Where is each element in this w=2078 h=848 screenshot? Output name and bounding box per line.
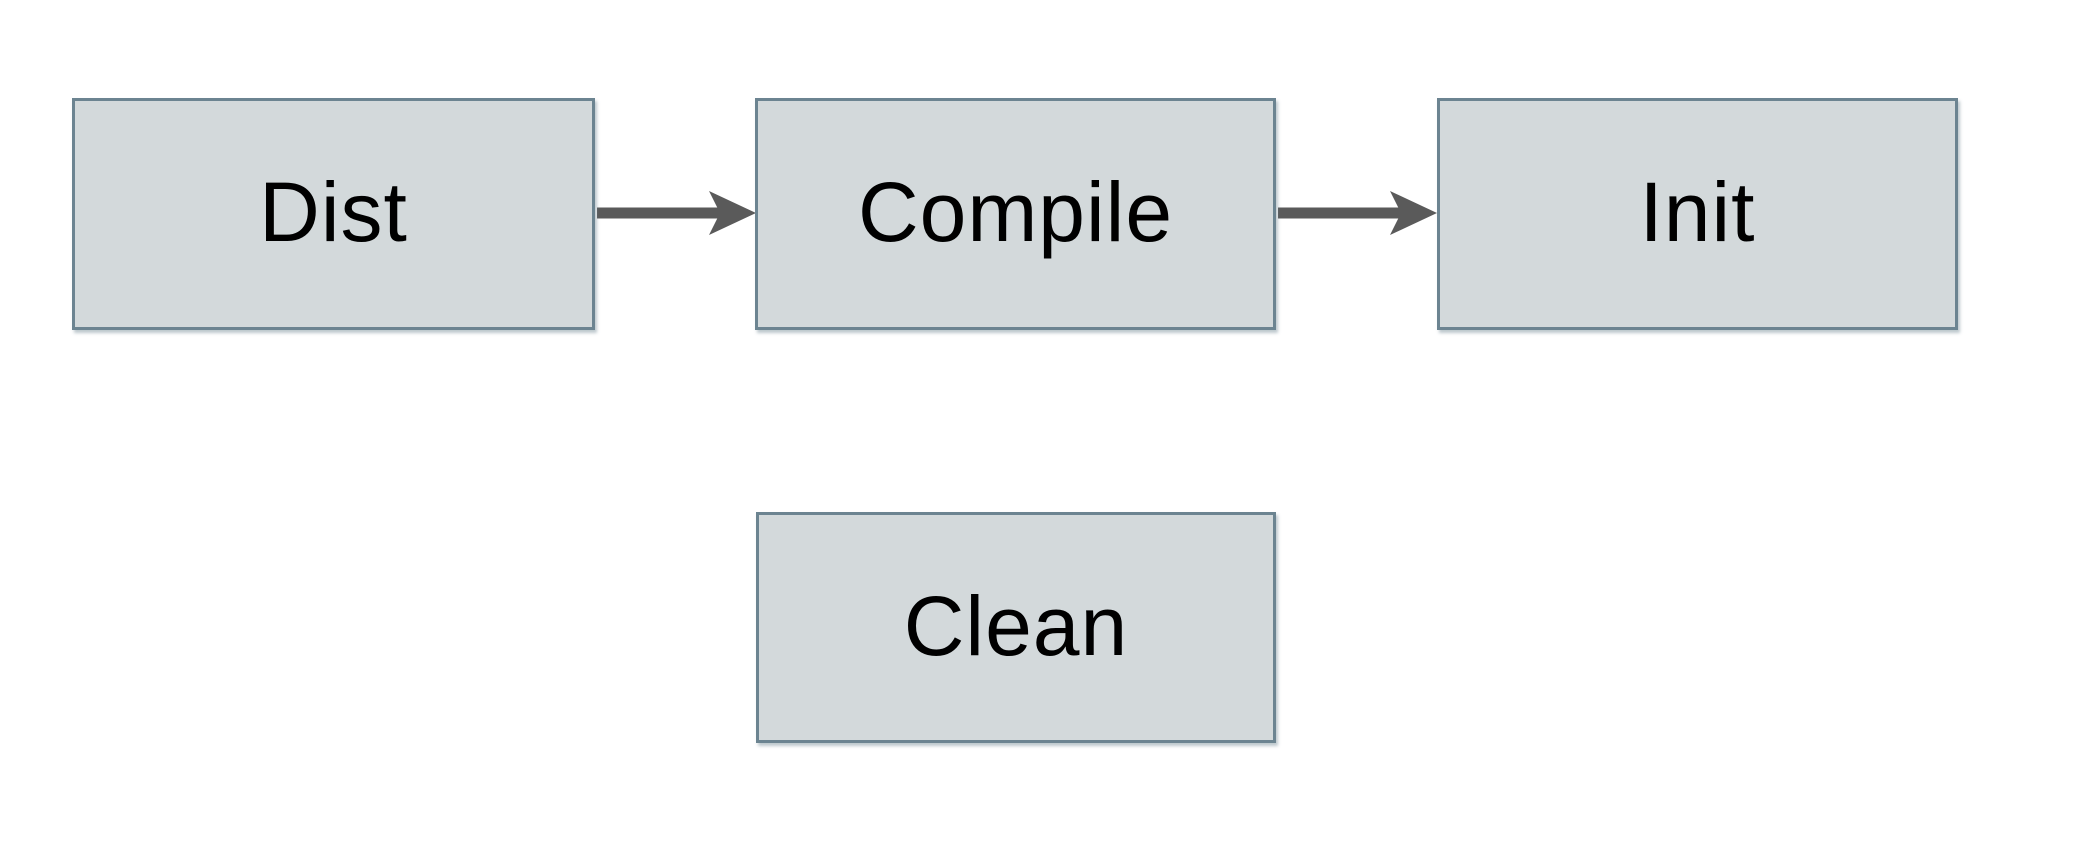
node-compile[interactable]: Compile <box>755 98 1276 330</box>
arrow-compile-to-init <box>1278 191 1437 235</box>
node-clean[interactable]: Clean <box>756 512 1276 743</box>
node-compile-label: Compile <box>857 165 1174 259</box>
node-init[interactable]: Init <box>1437 98 1958 330</box>
node-dist[interactable]: Dist <box>72 98 595 330</box>
node-dist-label: Dist <box>259 165 408 259</box>
node-clean-label: Clean <box>903 578 1129 673</box>
arrow-dist-to-compile <box>597 191 756 235</box>
node-init-label: Init <box>1639 165 1756 259</box>
